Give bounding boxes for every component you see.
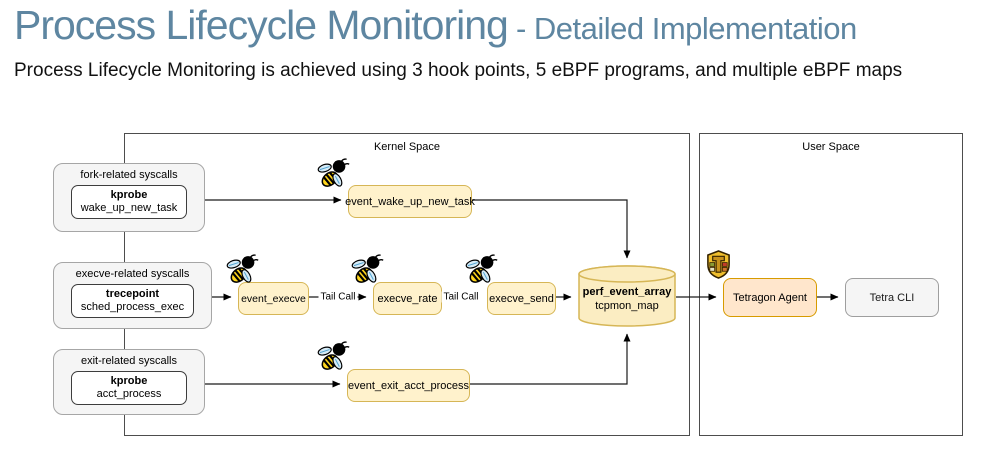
ebpf-bee-icon [226, 254, 260, 286]
page-subtitle: Process Lifecycle Monitoring is achieved… [14, 60, 903, 81]
hook-group-execve: execve-related syscalls trecepoint sched… [53, 262, 212, 329]
program-execve-send: execve_send [487, 282, 556, 315]
hook-execve-type: trecepoint [105, 288, 160, 300]
hook-execve-target: sched_process_exec [80, 301, 185, 313]
program-label: event_execve [241, 292, 306, 305]
hook-fork-kprobe: kprobe wake_up_new_task [71, 185, 187, 219]
hook-group-fork-title: fork-related syscalls [80, 169, 178, 181]
map-name: perf_event_array [582, 286, 672, 298]
node-tetra-cli: Tetra CLI [845, 278, 939, 317]
page-title: Process Lifecycle Monitoring - Detailed … [14, 2, 857, 49]
hook-exit-target: acct_process [96, 388, 162, 400]
ebpf-bee-icon [317, 158, 351, 190]
hook-group-execve-title: execve-related syscalls [75, 268, 190, 280]
hook-group-exit: exit-related syscalls kprobe acct_proces… [53, 349, 205, 415]
ebpf-bee-icon [465, 254, 499, 286]
tail-call-label-1: Tail Call [318, 291, 358, 303]
map-instance: tcpmon_map [595, 300, 659, 312]
program-event-execve: event_execve [238, 282, 309, 315]
hook-group-exit-title: exit-related syscalls [81, 355, 177, 367]
program-label: event_wake_up_new_task [345, 195, 475, 208]
ebpf-bee-icon [317, 341, 351, 373]
map-perf-event-array: perf_event_array tcpmon_map [578, 265, 676, 327]
hook-fork-target: wake_up_new_task [80, 202, 178, 214]
ebpf-bee-icon [351, 254, 385, 286]
hook-exit-kprobe: kprobe acct_process [71, 371, 187, 405]
hook-execve-tracepoint: trecepoint sched_process_exec [71, 284, 194, 318]
tetragon-shield-icon [705, 250, 732, 279]
program-event-wake-up-new-task: event_wake_up_new_task [345, 185, 475, 218]
user-space-box: User Space [699, 133, 963, 436]
program-label: execve_send [489, 292, 554, 305]
program-event-exit-acct-process: event_exit_acct_process [347, 369, 470, 402]
kernel-space-label: Kernel Space [373, 141, 441, 153]
program-label: event_exit_acct_process [347, 379, 470, 392]
hook-group-fork: fork-related syscalls kprobe wake_up_new… [53, 163, 205, 232]
tetragon-agent-label: Tetragon Agent [732, 291, 807, 304]
program-execve-rate: execve_rate [373, 282, 442, 315]
page-title-suffix: - Detailed Implementation [507, 11, 857, 46]
cylinder-shape [578, 265, 676, 327]
tail-call-label-2: Tail Call [441, 291, 481, 303]
hook-exit-type: kprobe [110, 375, 148, 387]
program-label: execve_rate [377, 292, 438, 305]
page-title-main: Process Lifecycle Monitoring [14, 2, 509, 48]
hook-fork-type: kprobe [110, 189, 148, 201]
user-space-label: User Space [802, 141, 860, 153]
node-tetragon-agent: Tetragon Agent [723, 278, 817, 317]
tetra-cli-label: Tetra CLI [869, 291, 915, 304]
